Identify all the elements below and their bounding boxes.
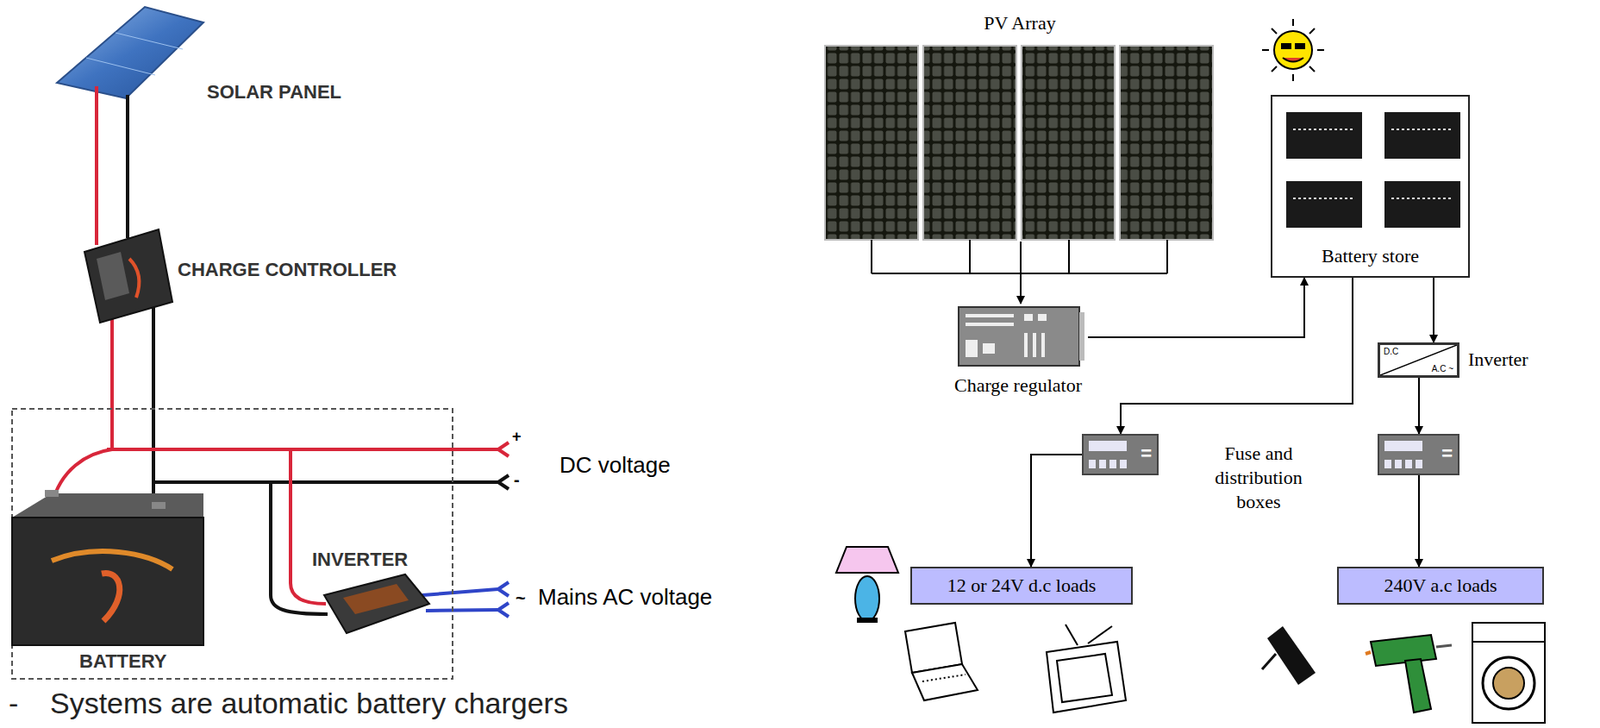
fuse-panel <box>1083 435 1136 474</box>
voltage-label: Mains AC voltage <box>537 583 713 611</box>
flow-arrow <box>1432 277 1435 343</box>
lamp <box>836 546 899 623</box>
part-label: CHARGE CONTROLLER <box>177 258 397 282</box>
flow-arrow <box>1418 475 1420 567</box>
node-text: D.C <box>1383 346 1399 357</box>
load-box: 240V a.c loads <box>1337 566 1544 605</box>
part-label: BATTERY <box>79 650 167 673</box>
bullet-text: Systems are automatic battery chargers <box>50 686 569 720</box>
solar-panel <box>56 6 204 99</box>
fuse-panel <box>1379 435 1432 474</box>
flow-arrow <box>1031 454 1082 567</box>
terminal-sign: + <box>512 427 522 446</box>
fuse-box: = <box>1081 433 1159 475</box>
node-text: 240V a.c loads <box>1384 574 1498 597</box>
charge-regulator: Charge regulator <box>948 303 1088 400</box>
inverter-box: D.CA.C ~Inverter <box>1377 342 1460 378</box>
flow-arrow <box>1418 377 1420 434</box>
node-text: = <box>1441 442 1453 465</box>
pv-array: PV Array <box>818 12 1221 242</box>
node-text: A.C ~ <box>1431 363 1454 374</box>
laptop <box>905 622 978 700</box>
sun <box>1262 18 1325 82</box>
voltage-label: DC voltage <box>559 451 671 479</box>
battery-icons <box>1286 112 1461 228</box>
regulator-icon <box>958 306 1085 366</box>
charge-controller <box>84 229 173 323</box>
array-bracket <box>871 239 1168 274</box>
inverter-device <box>324 574 430 633</box>
pv-panels <box>825 45 1213 240</box>
part-label: SOLAR PANEL <box>206 81 342 104</box>
node-text: Charge regulator <box>948 374 1088 397</box>
fuse-label: Fuse and distribution boxes <box>1198 441 1319 514</box>
node-text: PV Array <box>818 12 1221 35</box>
washing-machine <box>1472 622 1545 723</box>
flow-arrow <box>1087 277 1305 338</box>
television <box>1046 624 1126 713</box>
fuse-box: = <box>1377 433 1460 475</box>
flow-arrow <box>1120 277 1353 434</box>
battery <box>12 489 204 645</box>
iron <box>1262 625 1316 685</box>
node-text: = <box>1140 442 1152 465</box>
node-text: Inverter <box>1468 348 1529 371</box>
terminal-sign: ~ <box>515 587 526 608</box>
terminal-sign: - <box>513 469 520 490</box>
drill <box>1365 634 1452 713</box>
node-text: 12 or 24V d.c loads <box>947 574 1097 597</box>
bullet-mark: - <box>8 686 19 720</box>
part-label: INVERTER <box>312 548 408 571</box>
node-text: Battery store <box>1272 244 1469 268</box>
dashed-boundary <box>12 408 453 679</box>
load-box: 12 or 24V d.c loads <box>910 566 1133 605</box>
battery-store: Battery store <box>1270 94 1470 278</box>
flow-arrow <box>1019 241 1022 304</box>
